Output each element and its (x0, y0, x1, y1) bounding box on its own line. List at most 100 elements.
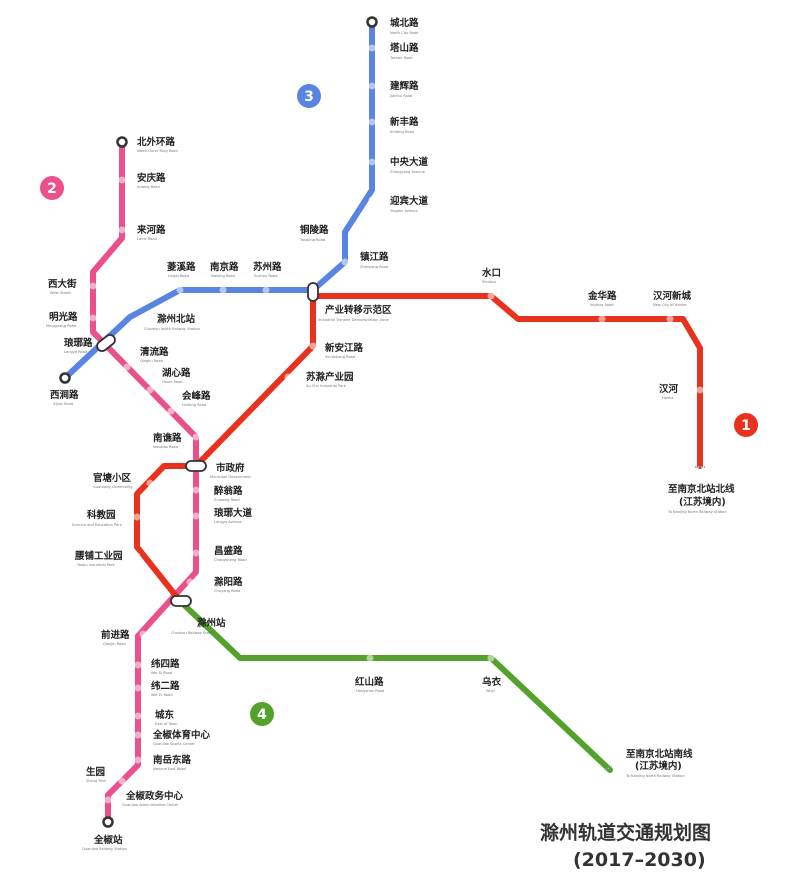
station-dot-chuzhoubeizhan[interactable] (141, 313, 149, 321)
station-label-en-huifenglu: Huifeng Road (182, 403, 206, 407)
station-dot-hongshanlu[interactable] (366, 654, 374, 662)
station-label-en-shuikou: Shuikou (482, 280, 496, 284)
station-dot-chengdong[interactable] (134, 712, 142, 720)
station-label-en-xidajie: West Street (50, 291, 71, 295)
station-dot-anqinglu[interactable] (118, 176, 126, 184)
line-4-track (177, 598, 613, 773)
station-label-mingguanglu: 明光路 (49, 311, 78, 323)
station-label-en-xinfenglu: Xinfeng Road (390, 130, 414, 134)
station-dot-kejiaoyuan[interactable] (133, 513, 141, 521)
line-4-badge: 4 (250, 702, 274, 726)
station-dot-nanyuedonglu[interactable] (134, 756, 142, 764)
station-label-zhenjianglu: 镇江路 (360, 251, 389, 263)
station-label-en-langyadadao: Langya Avenue (214, 520, 242, 524)
station-label-quanjiaozhengwu: 全椒政务中心 (125, 790, 184, 802)
station-label-en-chengdong: East of Town (155, 722, 178, 726)
station-label-en-chuzhouzhan: Chuzhou Railway Station (171, 631, 216, 635)
svg-text:3: 3 (304, 89, 314, 105)
svg-text:4: 4 (257, 707, 267, 723)
station-label-yingbindadao: 迎宾大道 (390, 195, 429, 207)
station-label-kejiaoyuan: 科教园 (87, 509, 116, 521)
station-label-zuiwenglu: 醉翁路 (214, 485, 243, 497)
station-dot-lingxilu[interactable] (176, 286, 184, 294)
station-label-en-chuzhoubeizhan: Chuzhou North Railway Station (144, 327, 200, 331)
station-label-en-yingbindadao: Yingbin Avenue (390, 209, 418, 213)
station-dot-xidajie[interactable] (89, 282, 97, 290)
station-label-en-weisilu: Wei Si Road (151, 671, 172, 675)
station-dot-qingliulu[interactable] (123, 363, 131, 371)
station-dot-zhenjianglu[interactable] (341, 258, 349, 266)
station-dot-shengyuan[interactable] (118, 777, 126, 785)
station-dot-weisilu[interactable] (134, 661, 142, 669)
station-dot-wuyi[interactable] (487, 654, 495, 662)
station-dot-shuikou[interactable] (487, 292, 495, 300)
station-label-en-jianhuilu: Jianhui Road (389, 94, 412, 98)
station-label-jinhualu: 金华路 (587, 290, 617, 302)
line-3-stations (141, 44, 376, 321)
station-label-lingxilu: 菱溪路 (167, 261, 196, 273)
station-dot-huxinlu[interactable] (146, 386, 154, 394)
station-dot-yaopugongyeyuan[interactable] (133, 552, 141, 560)
station-label-anqinglu: 安庆路 (137, 172, 166, 184)
line-1-stations (133, 292, 704, 560)
station-dot-quanjiaotiyu[interactable] (134, 731, 142, 739)
svg-text:2: 2 (47, 181, 57, 197)
line-4-stations (366, 654, 495, 662)
interchange-shizhengfu[interactable] (185, 460, 207, 472)
interchange-langyalu[interactable] (95, 333, 117, 353)
interchange-chanyezhuanyi[interactable] (307, 282, 319, 302)
station-label-tashanlu: 塔山路 (390, 42, 419, 54)
line-2-stations (89, 176, 200, 804)
station-dot-tashanlu[interactable] (368, 44, 376, 52)
station-dot-xinanjianglu[interactable] (309, 342, 317, 350)
station-dot-hanhexincheng[interactable] (666, 315, 674, 323)
station-dot-qianjinlu[interactable] (139, 630, 147, 638)
station-label-zhongyangdadao: 中央大道 (390, 156, 429, 168)
station-dot-quanjiaozhengwu[interactable] (104, 796, 112, 804)
station-dot-yingbindadao[interactable] (368, 196, 376, 204)
station-label-xinfenglu: 新丰路 (390, 116, 419, 128)
line-3-track (62, 19, 375, 381)
terminal-marker-line-4 (604, 765, 614, 771)
station-dot-jinhualu[interactable] (598, 315, 606, 323)
terminal-marker-xijianlu (59, 372, 71, 384)
station-label-xidajie: 西大街 (48, 278, 77, 290)
station-label-laihelu: 来河路 (136, 224, 166, 236)
station-label-en-mingguanglu: Mingguang Road (46, 324, 76, 328)
station-dot-zhongyangdadao[interactable] (368, 158, 376, 166)
station-label-shuikou: 水口 (482, 267, 501, 279)
station-dot-huifenglu[interactable] (167, 407, 175, 415)
station-label-en-qingliulu: Qingliu Road (140, 359, 163, 363)
station-dot-chuyanglu[interactable] (186, 578, 194, 586)
station-dot-nanqiaolu[interactable] (192, 433, 200, 441)
interchange-chuzhouzhan[interactable] (170, 595, 192, 607)
station-dot-mingguanglu[interactable] (89, 314, 97, 322)
line-4-terminal-label: 至南京北站南线 (626, 748, 693, 760)
station-label-en-guantangxiaoqu: Guantang Community (93, 485, 134, 489)
svg-text:1: 1 (741, 418, 751, 434)
station-label-jianhuilu: 建辉路 (389, 80, 419, 92)
station-label-en-changshenglu: Changsheng Road (214, 558, 247, 562)
station-label-en-xinanjianglu: Xin'anjiang Road (325, 355, 355, 359)
station-dot-changshenglu[interactable] (192, 549, 200, 557)
station-dot-suchuchanyeyuan[interactable] (284, 373, 292, 381)
station-dot-langyadadao[interactable] (192, 512, 200, 520)
station-label-shizhengfu: 市政府 (216, 462, 245, 474)
station-label-suchuchanyeyuan: 苏滁产业园 (306, 371, 354, 383)
line-1-track (134, 293, 703, 604)
station-dot-weierlu[interactable] (134, 684, 142, 692)
station-dot-zuiwenglu[interactable] (192, 486, 200, 494)
station-dot-xinfenglu[interactable] (368, 118, 376, 126)
station-label-en-suchuchanyeyuan: Su-Chu Industrial Park (306, 384, 347, 388)
station-dot-jianhuilu[interactable] (368, 82, 376, 90)
station-dot-nanjinglu[interactable] (219, 286, 227, 294)
station-dot-suzhoulu[interactable] (262, 286, 270, 294)
station-label-quanjiaozhan: 全椒站 (93, 834, 123, 846)
station-dot-laihelu[interactable] (118, 226, 126, 234)
station-label-xinanjianglu: 新安江路 (325, 342, 364, 354)
station-dot-hanhe[interactable] (696, 386, 704, 394)
station-label-hanhexincheng: 汉河新城 (653, 290, 692, 302)
station-label-en-quanjiaotiyu: Quanjiao Sports Center (153, 742, 195, 746)
station-dot-guantangxiaoqu[interactable] (146, 479, 154, 487)
map-subtitle: (2017–2030) (573, 849, 706, 871)
